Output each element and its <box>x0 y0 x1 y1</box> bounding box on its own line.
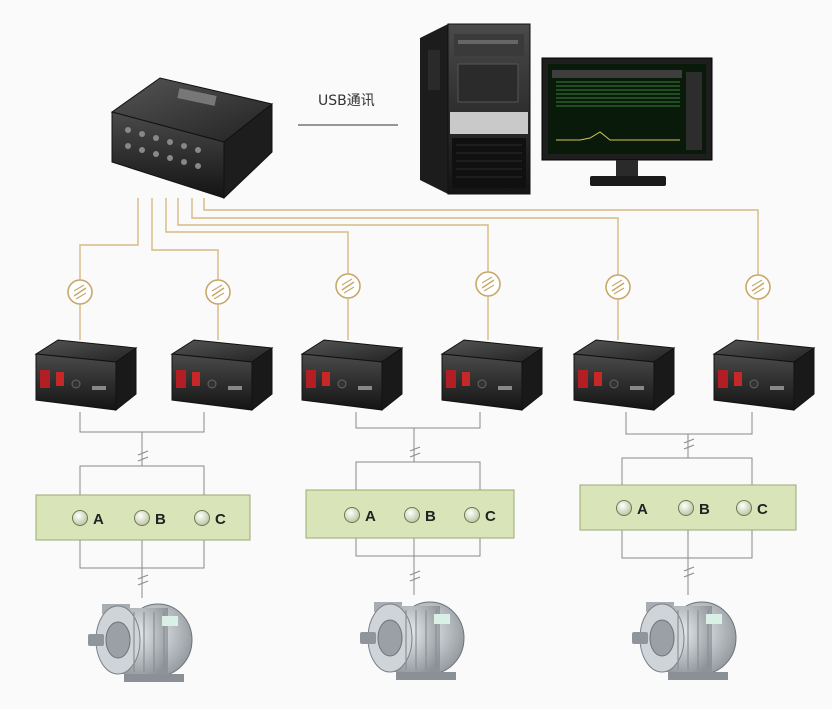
fiber-transmitters <box>34 339 816 412</box>
port-a-label: A <box>365 508 376 525</box>
port-a-icon <box>72 510 88 526</box>
motor-icon <box>632 601 737 680</box>
usb-communication-label: USB通讯 <box>318 93 375 109</box>
port-c-icon <box>464 507 480 523</box>
port-c-icon <box>194 510 210 526</box>
terminal-block: A B C <box>35 494 251 541</box>
port-b-icon <box>134 510 150 526</box>
port-b-label: B <box>155 511 166 528</box>
port-c-icon <box>736 500 752 516</box>
fiber-lines <box>79 198 759 340</box>
fiber-coupler-icon <box>475 271 501 297</box>
desktop-tower-icon <box>420 23 531 195</box>
fiber-transmitter-icon <box>34 339 138 412</box>
fiber-coupler-icon <box>205 279 231 305</box>
fiber-coupler-icon <box>605 274 631 300</box>
fiber-coupler-icon <box>335 273 361 299</box>
port-c-label: C <box>757 501 768 518</box>
fiber-hub-icon <box>110 77 274 200</box>
fiber-transmitter-icon <box>712 339 816 412</box>
port-b-label: B <box>699 501 710 518</box>
port-b-label: B <box>425 508 436 525</box>
signal-wires <box>79 412 753 598</box>
terminal-block: A B C <box>579 484 797 531</box>
fiber-coupler-icon <box>67 279 93 305</box>
monitor-icon <box>541 57 713 186</box>
terminal-block: A B C <box>305 489 515 539</box>
motor-icon <box>360 601 465 680</box>
fiber-couplers <box>67 271 771 305</box>
port-c-label: C <box>215 511 226 528</box>
port-a-label: A <box>93 511 104 528</box>
port-b-icon <box>404 507 420 523</box>
port-a-label: A <box>637 501 648 518</box>
motors <box>88 601 737 682</box>
port-a-icon <box>344 507 360 523</box>
fiber-transmitter-icon <box>300 339 404 412</box>
fiber-transmitter-icon <box>572 339 676 412</box>
fiber-transmitter-icon <box>440 339 544 412</box>
fiber-coupler-icon <box>745 274 771 300</box>
port-b-icon <box>678 500 694 516</box>
fiber-transmitter-icon <box>170 339 274 412</box>
port-a-icon <box>616 500 632 516</box>
port-c-label: C <box>485 508 496 525</box>
motor-icon <box>88 603 193 682</box>
